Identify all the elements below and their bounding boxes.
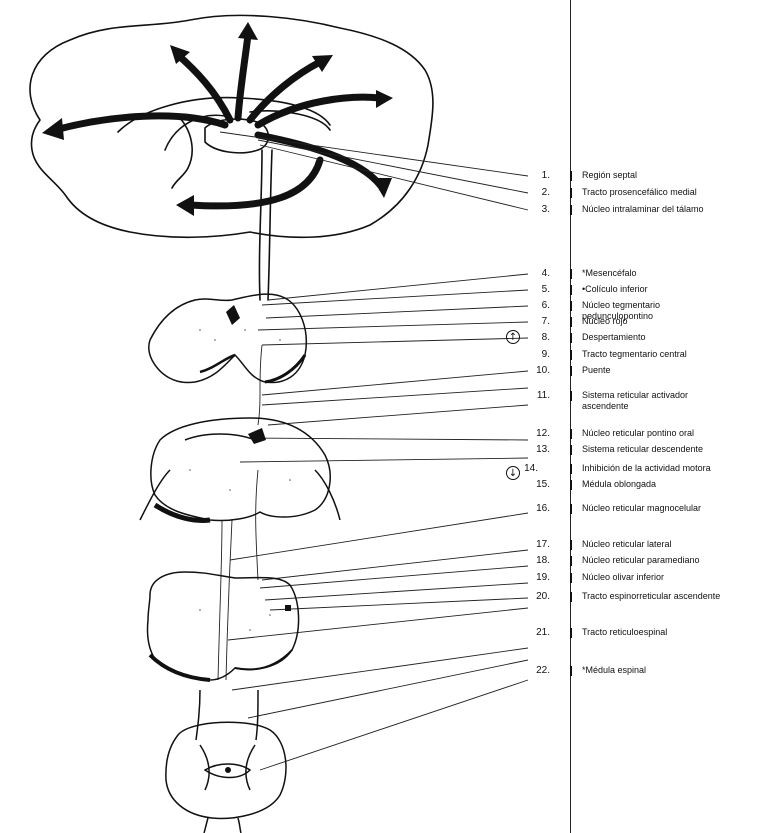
label-main: Región septal [582, 170, 637, 180]
label-main: Colículo inferior [585, 284, 648, 294]
label-main: Núcleo reticular magnocelular [582, 503, 701, 513]
label-number: 2. [510, 187, 550, 198]
label-tick [570, 504, 572, 514]
label-text: Sistema reticular descendente [582, 444, 703, 455]
label-number: 10. [510, 365, 550, 376]
label-main: Tracto tegmentario central [582, 349, 687, 359]
label-text: *Mesencéfalo [582, 268, 637, 279]
label-main: Núcleo reticular pontino oral [582, 428, 694, 438]
label-number: 4. [510, 268, 550, 279]
label-number: 20. [510, 591, 550, 602]
label-number: 6. [510, 300, 550, 311]
label-text: Médula oblongada [582, 479, 656, 490]
label-text: Tracto espinorreticular ascendente [582, 591, 720, 602]
arrow-down-icon: ↓ [506, 466, 520, 480]
label-number: 19. [510, 572, 550, 583]
label-text: *Médula espinal [582, 665, 646, 676]
label-tick [570, 301, 572, 311]
label-tick [570, 480, 572, 490]
label-number: 11. [510, 390, 550, 401]
label-number: 12. [510, 428, 550, 439]
label-tick [570, 317, 572, 327]
label-main: Tracto reticuloespinal [582, 627, 667, 637]
label-tick [570, 445, 572, 455]
midbrain-section [149, 294, 307, 382]
label-main: Puente [582, 365, 611, 375]
label-text: Tracto prosencefálico medial [582, 187, 697, 198]
label-tick [570, 540, 572, 550]
label-number: 5. [510, 284, 550, 295]
label-tick [570, 666, 572, 676]
label-tick [570, 556, 572, 566]
label-number: 17. [510, 539, 550, 550]
label-text: Núcleo reticular pontino oral [582, 428, 694, 439]
label-continuation: ascendente [582, 401, 688, 412]
label-tick [570, 573, 572, 583]
label-main: Médula espinal [586, 665, 647, 675]
label-tick [570, 592, 572, 602]
label-text: Núcleo rojo [582, 316, 628, 327]
label-tick [570, 205, 572, 215]
label-tick [570, 366, 572, 376]
label-main: Núcleo reticular paramediano [582, 555, 700, 565]
label-tick [570, 269, 572, 279]
label-number: 16. [510, 503, 550, 514]
label-text: Núcleo olivar inferior [582, 572, 664, 583]
label-text: Región septal [582, 170, 637, 181]
label-number: 21. [510, 627, 550, 638]
label-tick [570, 285, 572, 295]
label-text: Puente [582, 365, 611, 376]
label-number: 18. [510, 555, 550, 566]
divider-line [570, 0, 571, 833]
label-main: Núcleo tegmentario [582, 300, 660, 310]
label-number: 13. [510, 444, 550, 455]
label-number: 22. [510, 665, 550, 676]
label-tick [570, 429, 572, 439]
label-number: 15. [510, 479, 550, 490]
label-main: Mesencéfalo [586, 268, 637, 278]
label-tick [570, 464, 572, 474]
label-main: Núcleo reticular lateral [582, 539, 672, 549]
label-main: Médula oblongada [582, 479, 656, 489]
label-tick [570, 628, 572, 638]
label-number: 3. [510, 204, 550, 215]
label-main: Núcleo intralaminar del tálamo [582, 204, 704, 214]
label-main: Sistema reticular activador [582, 390, 688, 400]
arrow-up-icon: ↑ [506, 330, 520, 344]
label-main: Tracto espinorreticular ascendente [582, 591, 720, 601]
pons-section [151, 418, 330, 521]
label-text: Inhibición de la actividad motora [582, 463, 711, 474]
label-tick [570, 391, 572, 401]
label-text: Tracto reticuloespinal [582, 627, 667, 638]
label-tick [570, 188, 572, 198]
label-tick [570, 333, 572, 343]
label-text: Núcleo reticular paramediano [582, 555, 700, 566]
label-main: Despertamiento [582, 332, 646, 342]
label-number: 7. [510, 316, 550, 327]
label-text: Núcleo reticular lateral [582, 539, 672, 550]
label-text: •Colículo inferior [582, 284, 648, 295]
label-main: Sistema reticular descendente [582, 444, 703, 454]
label-text: Núcleo reticular magnocelular [582, 503, 701, 514]
label-text: Tracto tegmentario central [582, 349, 687, 360]
label-tick [570, 350, 572, 360]
label-main: Núcleo olivar inferior [582, 572, 664, 582]
label-main: Núcleo rojo [582, 316, 628, 326]
medulla-section [148, 572, 299, 680]
label-main: Tracto prosencefálico medial [582, 187, 697, 197]
label-main: Inhibición de la actividad motora [582, 463, 711, 473]
label-number: 9. [510, 349, 550, 360]
label-text: Núcleo intralaminar del tálamo [582, 204, 704, 215]
label-text: Despertamiento [582, 332, 646, 343]
label-tick [570, 171, 572, 181]
label-number: 1. [510, 170, 550, 181]
